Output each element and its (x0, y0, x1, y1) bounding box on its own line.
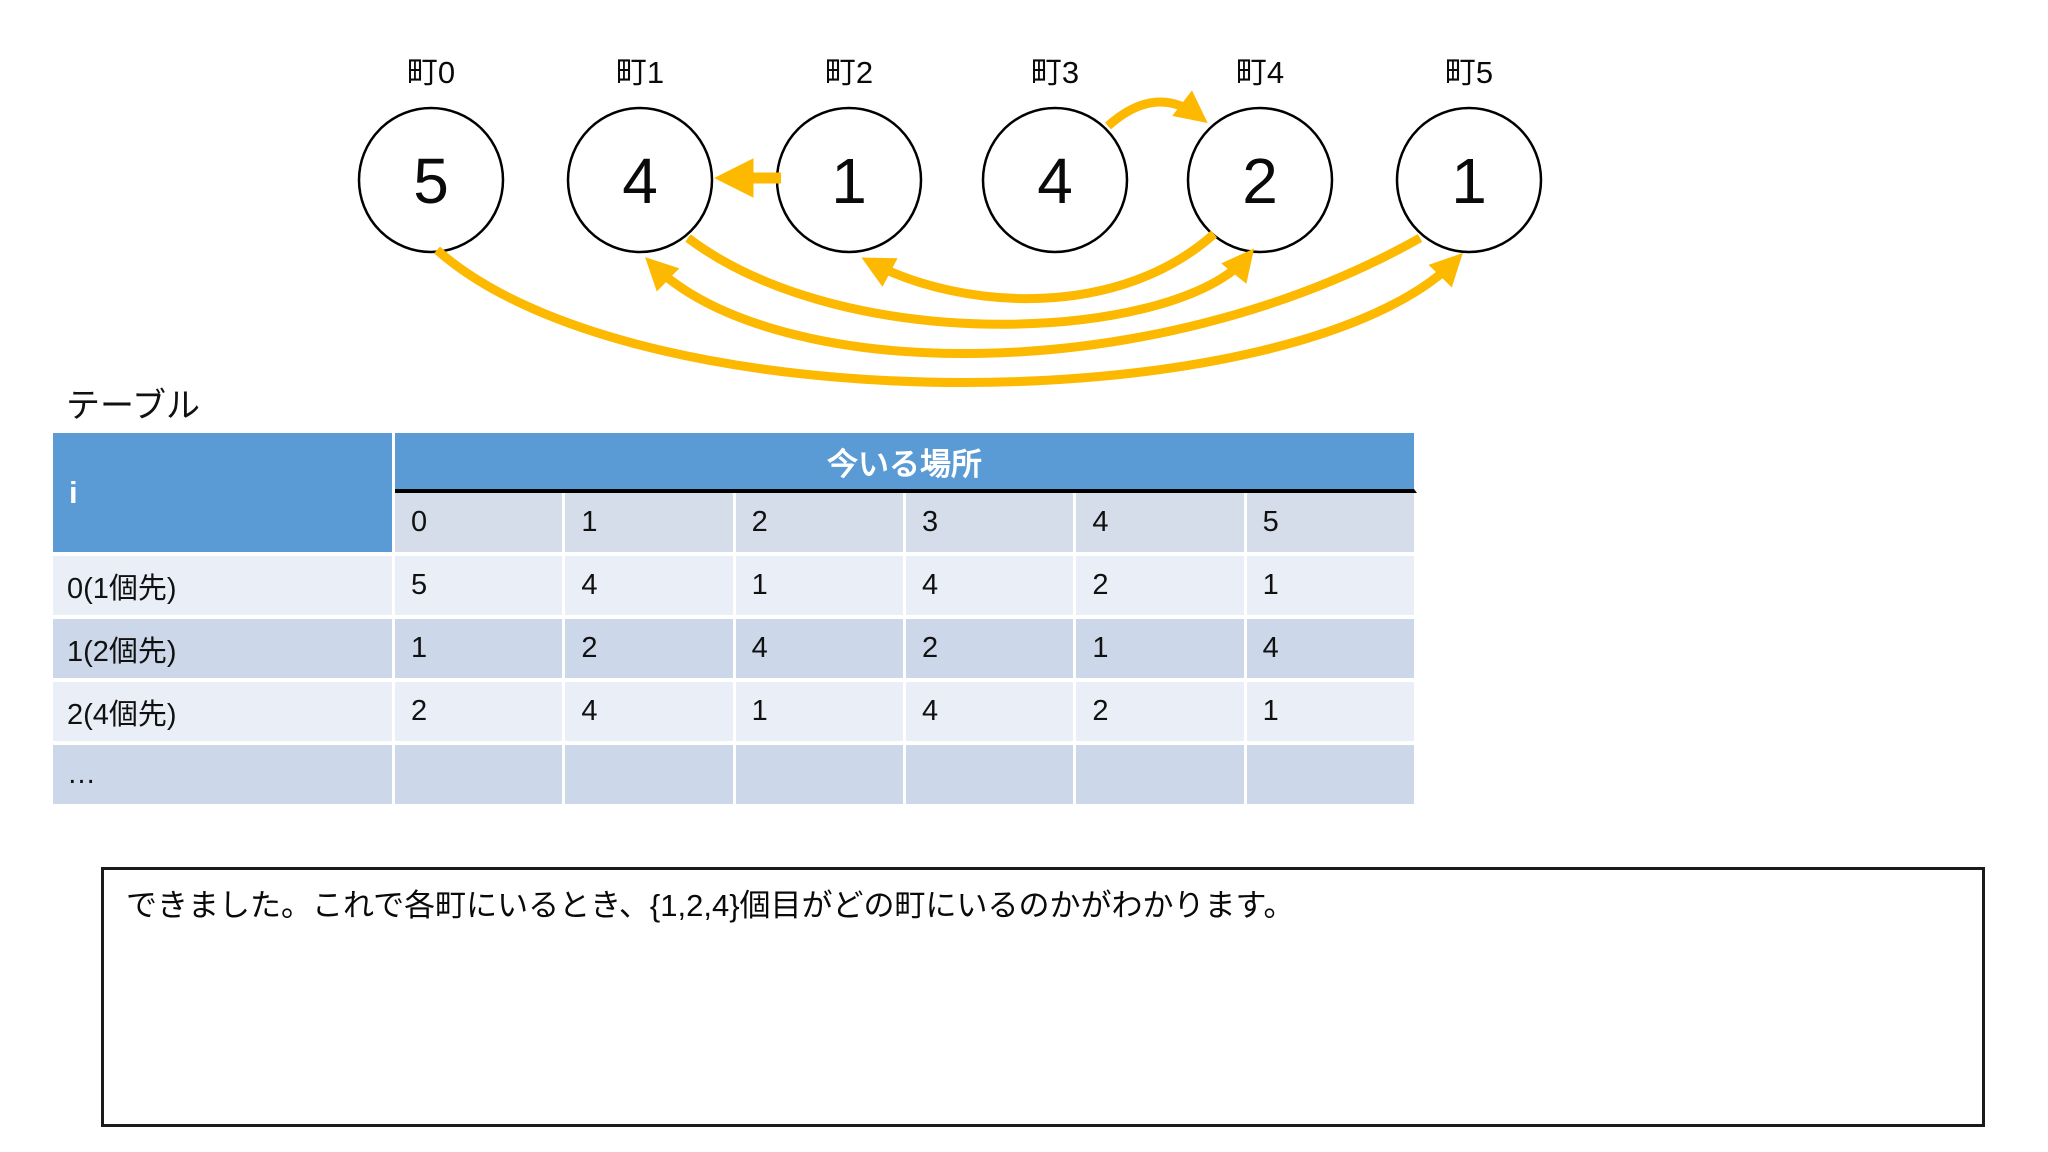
table-cell: 2 (1076, 682, 1247, 745)
town-label: 町4 (1236, 55, 1284, 90)
table-cell: 2 (1076, 556, 1247, 619)
table-cell: 4 (735, 619, 906, 682)
table-cell: 4 (565, 682, 736, 745)
table-cell: 2 (395, 682, 566, 745)
table-cell: 1 (1246, 682, 1417, 745)
table-cell (1246, 745, 1417, 808)
teleport-arrow-3-to-4 (1104, 90, 1208, 130)
table-cell: 1 (395, 619, 566, 682)
table-cell: 1 (735, 682, 906, 745)
town-label: 町1 (616, 55, 664, 90)
town-destination-value: 1 (831, 145, 867, 217)
table-cell: 4 (905, 682, 1077, 745)
town-node: 町3 4 (981, 55, 1129, 254)
table-corner-header: i (53, 433, 395, 556)
town-label: 町5 (1445, 55, 1493, 90)
table-cell (905, 745, 1077, 808)
table-cell: 1 (1076, 619, 1247, 682)
town-circle (1395, 106, 1543, 254)
town-circle (1186, 106, 1334, 254)
town-destination-value: 1 (1451, 145, 1487, 217)
note-box: できました。これで各町にいるとき、{1,2,4}個目がどの町にいるのかがわかりま… (101, 867, 1985, 1127)
row-label: 2(4個先) (53, 682, 395, 745)
table-cell: 2 (565, 619, 736, 682)
town-destination-value: 5 (413, 145, 449, 217)
table-group-header: 今いる場所 (395, 433, 1417, 493)
town-destination-value: 2 (1242, 145, 1278, 217)
town-node: 町0 5 (357, 55, 505, 254)
row-label: … (53, 745, 395, 808)
column-header: 0 (395, 493, 566, 556)
column-header: 5 (1246, 493, 1417, 556)
town-node: 町2 1 (775, 55, 923, 254)
table-cell (735, 745, 906, 808)
town-node: 町5 1 (1395, 55, 1543, 254)
teleport-arrow-0-to-5 (434, 246, 1463, 387)
table-title: テーブル (66, 387, 200, 425)
column-header: 1 (565, 493, 736, 556)
column-header: 3 (905, 493, 1077, 556)
row-label: 0(1個先) (53, 556, 395, 619)
table-cell (1076, 745, 1247, 808)
town-destination-value: 4 (1037, 145, 1073, 217)
column-header: 2 (735, 493, 906, 556)
town-circle (357, 106, 505, 254)
town-diagram: 町0 5 町1 4 町2 1 町3 4 町4 2 町5 1 (357, 55, 1543, 387)
town-circle (566, 106, 714, 254)
town-node: 町4 2 (1186, 55, 1334, 254)
town-label: 町2 (825, 55, 873, 90)
table-cell: 2 (905, 619, 1077, 682)
table-cell (395, 745, 566, 808)
town-label: 町3 (1031, 55, 1079, 90)
note-text: できました。これで各町にいるとき、{1,2,4}個目がどの町にいるのかがわかりま… (126, 888, 1295, 923)
table-cell: 4 (565, 556, 736, 619)
town-node: 町1 4 (566, 55, 714, 254)
table-cell: 5 (395, 556, 566, 619)
table-cell: 4 (1246, 619, 1417, 682)
teleport-arrow-4-to-2 (861, 230, 1217, 304)
town-circle (981, 106, 1129, 254)
table-cell (565, 745, 736, 808)
row-label: 1(2個先) (53, 619, 395, 682)
table-cell: 4 (905, 556, 1077, 619)
town-destination-value: 4 (622, 145, 658, 217)
column-header: 4 (1076, 493, 1247, 556)
table-cell: 1 (735, 556, 906, 619)
teleport-arrow-5-to-1 (645, 234, 1423, 358)
table-cell: 1 (1246, 556, 1417, 619)
teleport-arrow-1-to-4 (685, 234, 1255, 329)
town-label: 町0 (407, 55, 455, 90)
